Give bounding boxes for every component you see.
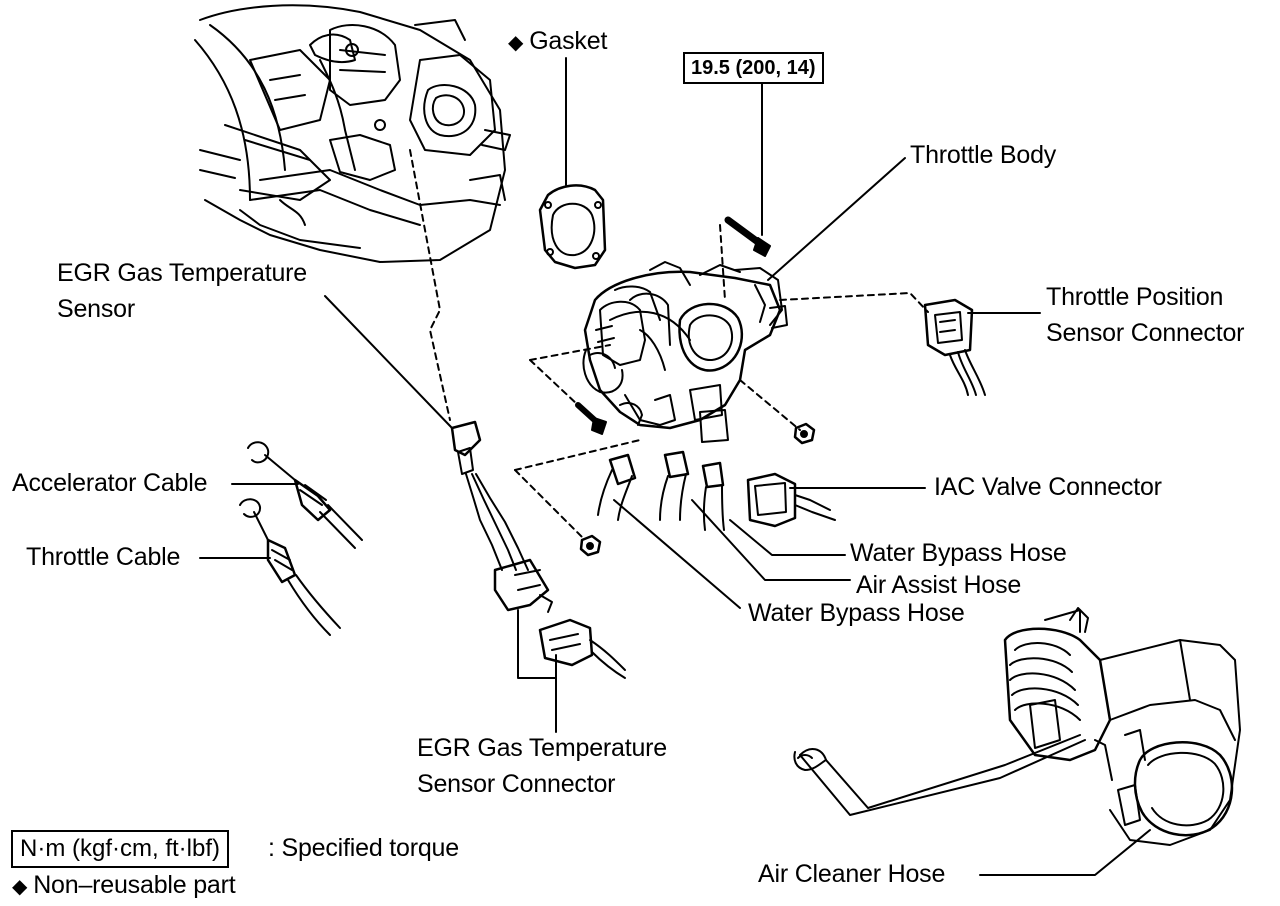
non-reusable-icon: ◆ [508, 32, 524, 54]
throttle-cable-label: Throttle Cable [26, 543, 181, 571]
engine-illustration [194, 4, 511, 263]
torque-legend-text: : Specified torque [268, 834, 459, 862]
air-cleaner-hose-part [793, 607, 1241, 846]
gasket-part [538, 184, 607, 270]
mounting-bolt [575, 402, 607, 435]
throttle-body-label: Throttle Body [910, 141, 1057, 169]
egr-connector-label-line2: Sensor Connector [417, 770, 616, 798]
throttle-body-leader [767, 157, 906, 281]
water-bypass-hose-label-1: Water Bypass Hose [850, 539, 1067, 567]
water-bypass-hose-label-2: Water Bypass Hose [748, 599, 965, 627]
throttle-cable-part [239, 498, 341, 636]
air-cleaner-leader [979, 829, 1151, 876]
guide-lines [514, 292, 929, 541]
nut-lower [579, 534, 602, 557]
non-reusable-legend: ◆Non–reusable part [12, 871, 236, 899]
egr-sensor-leader [324, 295, 453, 429]
accelerator-cable-part [247, 441, 363, 549]
tps-connector-part [923, 298, 986, 396]
bolt [724, 216, 771, 257]
non-reusable-icon: ◆ [12, 876, 28, 898]
egr-sensor-label-line1: EGR Gas Temperature [57, 259, 308, 287]
tps-connector-label-line1: Throttle Position [1046, 283, 1224, 311]
tps-connector-label-line2: Sensor Connector [1046, 319, 1245, 347]
torque-units-box: N·m (kgf·cm, ft·lbf) [11, 830, 229, 868]
egr-connector-part [538, 618, 626, 679]
nut-upper [793, 422, 816, 445]
guide-line [409, 149, 451, 421]
egr-connector-leader [517, 609, 557, 733]
hose-leaders [613, 499, 851, 609]
air-cleaner-hose-label: Air Cleaner Hose [758, 860, 946, 888]
torque-spec-box: 19.5 (200, 14) [683, 52, 824, 84]
air-assist-hose-label: Air Assist Hose [856, 571, 1022, 599]
guide-line [719, 224, 726, 301]
egr-connector-label-line1: EGR Gas Temperature [417, 734, 668, 762]
gasket-label: ◆Gasket [508, 27, 608, 55]
hose-fittings [597, 450, 725, 531]
accelerator-cable-label: Accelerator Cable [12, 469, 208, 497]
egr-sensor-part [450, 420, 553, 613]
iac-connector-label: IAC Valve Connector [934, 473, 1162, 501]
throttle-body-part [582, 261, 788, 443]
egr-sensor-label-line2: Sensor [57, 295, 136, 323]
iac-connector-part [746, 472, 836, 528]
